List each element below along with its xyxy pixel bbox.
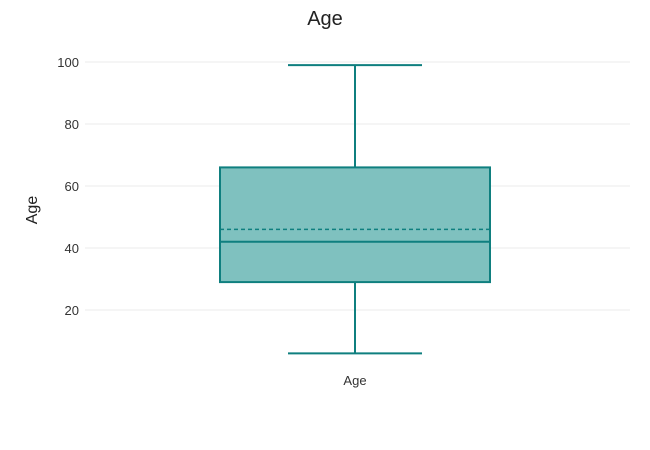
y-tick-labels: 20 40 60 80 100 — [57, 55, 79, 318]
y-axis-title: Age — [24, 196, 41, 225]
y-tick-label: 80 — [65, 117, 79, 132]
y-tick-label: 60 — [65, 179, 79, 194]
y-tick-label: 20 — [65, 303, 79, 318]
chart-title: Age — [307, 8, 343, 30]
y-tick-label: 40 — [65, 241, 79, 256]
iqr-box[interactable] — [219, 166, 491, 284]
x-category-label: Age — [343, 373, 366, 388]
y-tick-label: 100 — [57, 55, 79, 70]
box-plot-layer — [219, 64, 491, 355]
